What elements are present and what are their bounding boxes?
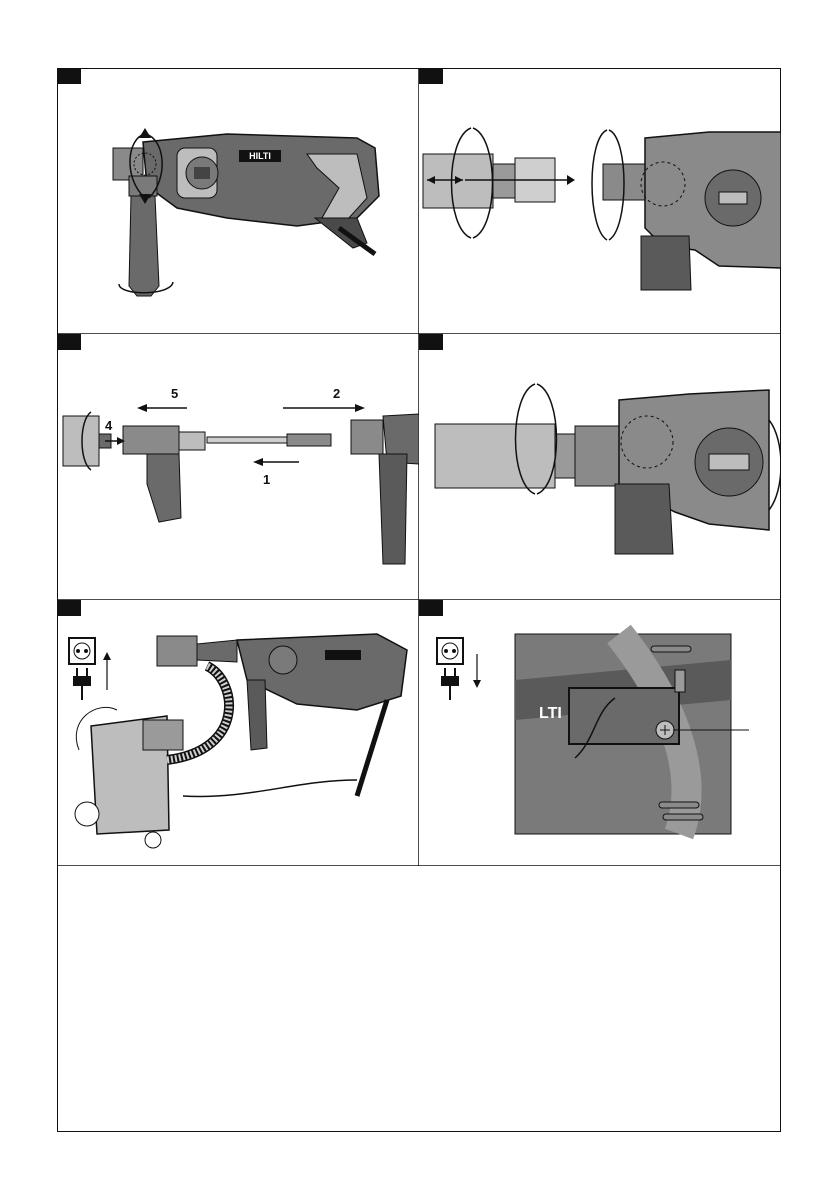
core-bit [435, 424, 555, 488]
figure-5-drawing [57, 600, 419, 866]
power-socket-icon [437, 638, 463, 664]
empty-text-area [57, 866, 781, 1132]
core-bit [423, 154, 555, 208]
figure-6: LTI [419, 600, 781, 866]
drill-head [615, 390, 769, 554]
power-socket-icon [69, 638, 95, 664]
rotary-hammer-drill [157, 634, 407, 796]
drill-head [351, 414, 419, 564]
hilti-logo-fragment: LTI [539, 705, 562, 722]
figure-3: 5 2 4 1 [57, 334, 419, 600]
figure-4 [419, 334, 781, 600]
figure-1: HILTI [57, 68, 419, 334]
figure-5 [57, 600, 419, 866]
rotary-hammer-drill: HILTI [113, 134, 379, 296]
vacuum-cleaner [75, 707, 183, 848]
drill-head [603, 132, 781, 290]
step-label: 5 [171, 386, 178, 401]
brush-cover-closeup: LTI [515, 634, 731, 834]
figure-2-drawing [419, 68, 781, 334]
figure-6-drawing: LTI [419, 600, 781, 866]
figure-3-drawing [57, 334, 419, 600]
svg-text:LTI: LTI [539, 705, 562, 722]
power-plug-icon [73, 668, 91, 700]
core-bit [63, 416, 99, 466]
hilti-logo: HILTI [239, 150, 281, 162]
svg-text:HILTI: HILTI [249, 151, 271, 161]
figure-1-drawing: HILTI [57, 68, 419, 334]
power-plug-icon [441, 668, 459, 700]
figure-4-drawing [419, 334, 781, 600]
dust-removal-adapter [123, 426, 205, 522]
step-label: 2 [333, 386, 340, 401]
step-label: 4 [105, 418, 112, 433]
step-label: 1 [263, 472, 270, 487]
rotate-arrow-icon [769, 420, 781, 510]
figure-2 [419, 68, 781, 334]
